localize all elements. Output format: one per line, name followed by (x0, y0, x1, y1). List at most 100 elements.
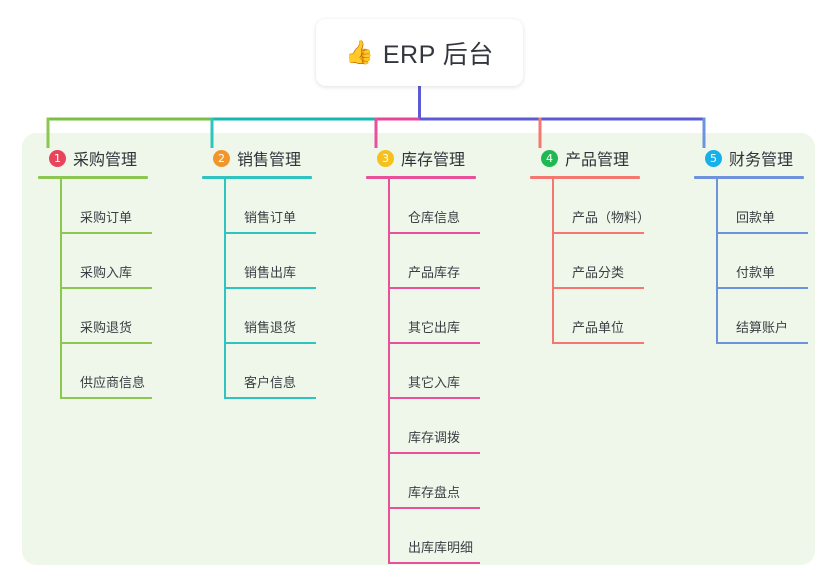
branch-spine (60, 179, 62, 399)
sub-item-underline (388, 232, 480, 234)
page-title: ERP 后台 (382, 40, 494, 69)
column-header-4[interactable]: 4 产品管理 (530, 146, 640, 170)
sub-item[interactable]: 销售出库 (224, 234, 316, 289)
sub-item[interactable]: 产品分类 (552, 234, 644, 289)
sub-item-label: 产品（物料） (572, 210, 651, 225)
sub-item[interactable]: 结算账户 (716, 289, 808, 344)
root-node[interactable]: 👍 ERP 后台 (316, 19, 523, 86)
sub-item[interactable]: 仓库信息 (388, 179, 480, 234)
column-title: 产品管理 (565, 152, 630, 169)
sub-item[interactable]: 客户信息 (224, 344, 316, 399)
sub-item-underline (388, 342, 480, 344)
sub-item-underline (60, 397, 152, 399)
sub-item-underline (60, 232, 152, 234)
sub-item-list: 产品（物料） 产品分类产品单位 (552, 179, 650, 344)
sub-item-underline (388, 397, 480, 399)
sub-item-label: 采购退货 (80, 320, 133, 335)
sub-item-list: 仓库信息产品库存其它出库其它入库库存调拨库存盘点出库库明细 (388, 179, 480, 564)
sub-item-label: 采购订单 (80, 210, 133, 225)
column-underline (694, 176, 804, 179)
sub-item[interactable]: 产品（物料） (552, 179, 650, 234)
sub-item-label: 客户信息 (244, 375, 297, 390)
sub-item[interactable]: 产品库存 (388, 234, 480, 289)
column-5: 5 财务管理回款单付款单结算账户 (694, 146, 808, 344)
column-3: 3 库存管理仓库信息产品库存其它出库其它入库库存调拨库存盘点出库库明细 (366, 146, 480, 564)
column-header-1[interactable]: 1 采购管理 (38, 146, 148, 170)
column-underline (530, 176, 640, 179)
thumbs-up-icon: 👍 (345, 39, 374, 65)
sub-item-label: 库存调拨 (408, 430, 461, 445)
sub-item[interactable]: 销售订单 (224, 179, 316, 234)
number-badge-icon: 5 (705, 149, 722, 167)
sub-item[interactable]: 采购订单 (60, 179, 152, 234)
sub-item-underline (224, 342, 316, 344)
sub-item-underline (388, 287, 480, 289)
sub-item-label: 付款单 (736, 265, 776, 280)
sub-item[interactable]: 回款单 (716, 179, 808, 234)
sub-item[interactable]: 产品单位 (552, 289, 644, 344)
sub-item-list: 回款单付款单结算账户 (716, 179, 808, 344)
sub-item[interactable]: 出库库明细 (388, 509, 480, 564)
sub-item-label: 销售退货 (244, 320, 297, 335)
column-underline (38, 176, 148, 179)
column-4: 4 产品管理产品（物料） 产品分类产品单位 (530, 146, 650, 344)
sub-item-underline (552, 287, 644, 289)
sub-item[interactable]: 付款单 (716, 234, 808, 289)
sub-item-underline (388, 562, 480, 564)
branch-spine (552, 179, 554, 344)
sub-item-label: 结算账户 (736, 320, 789, 335)
number-badge-icon: 1 (49, 149, 66, 167)
sub-item[interactable]: 销售退货 (224, 289, 316, 344)
sub-item[interactable]: 其它入库 (388, 344, 480, 399)
column-header-5[interactable]: 5 财务管理 (694, 146, 804, 170)
sub-item[interactable]: 供应商信息 (60, 344, 152, 399)
column-title: 财务管理 (729, 152, 794, 169)
sub-item-underline (716, 232, 808, 234)
sub-item-underline (388, 507, 480, 509)
sub-item-label: 仓库信息 (408, 210, 461, 225)
sub-item-label: 其它出库 (408, 320, 461, 335)
column-title: 库存管理 (401, 152, 466, 169)
diagram-panel (22, 133, 815, 565)
branch-spine (716, 179, 718, 344)
sub-item-list: 销售订单销售出库销售退货客户信息 (224, 179, 316, 399)
sub-item[interactable]: 其它出库 (388, 289, 480, 344)
sub-item-label: 产品库存 (408, 265, 461, 280)
sub-item-label: 采购入库 (80, 265, 133, 280)
sub-item-label: 销售订单 (244, 210, 297, 225)
sub-item[interactable]: 采购退货 (60, 289, 152, 344)
sub-item-underline (552, 342, 644, 344)
sub-item-list: 采购订单采购入库采购退货供应商信息 (60, 179, 152, 399)
number-badge-icon: 4 (541, 149, 558, 167)
sub-item-label: 出库库明细 (408, 540, 474, 555)
sub-item-underline (552, 232, 644, 234)
sub-item-underline (716, 287, 808, 289)
sub-item-label: 销售出库 (244, 265, 297, 280)
sub-item-underline (224, 397, 316, 399)
column-1: 1 采购管理采购订单采购入库采购退货供应商信息 (38, 146, 152, 399)
column-underline (366, 176, 476, 179)
sub-item-label: 产品单位 (572, 320, 625, 335)
sub-item[interactable]: 库存调拨 (388, 399, 480, 454)
branch-spine (224, 179, 226, 399)
column-header-3[interactable]: 3 库存管理 (366, 146, 476, 170)
column-title: 采购管理 (73, 152, 138, 169)
sub-item-label: 供应商信息 (80, 375, 146, 390)
column-underline (202, 176, 312, 179)
branch-spine (388, 179, 390, 564)
column-title: 销售管理 (237, 152, 302, 169)
sub-item-label: 回款单 (736, 210, 776, 225)
sub-item[interactable]: 库存盘点 (388, 454, 480, 509)
number-badge-icon: 3 (377, 149, 394, 167)
sub-item-underline (224, 287, 316, 289)
sub-item-label: 其它入库 (408, 375, 461, 390)
sub-item-underline (388, 452, 480, 454)
sub-item-underline (60, 287, 152, 289)
sub-item-label: 产品分类 (572, 265, 625, 280)
sub-item-underline (224, 232, 316, 234)
sub-item-underline (716, 342, 808, 344)
sub-item[interactable]: 采购入库 (60, 234, 152, 289)
